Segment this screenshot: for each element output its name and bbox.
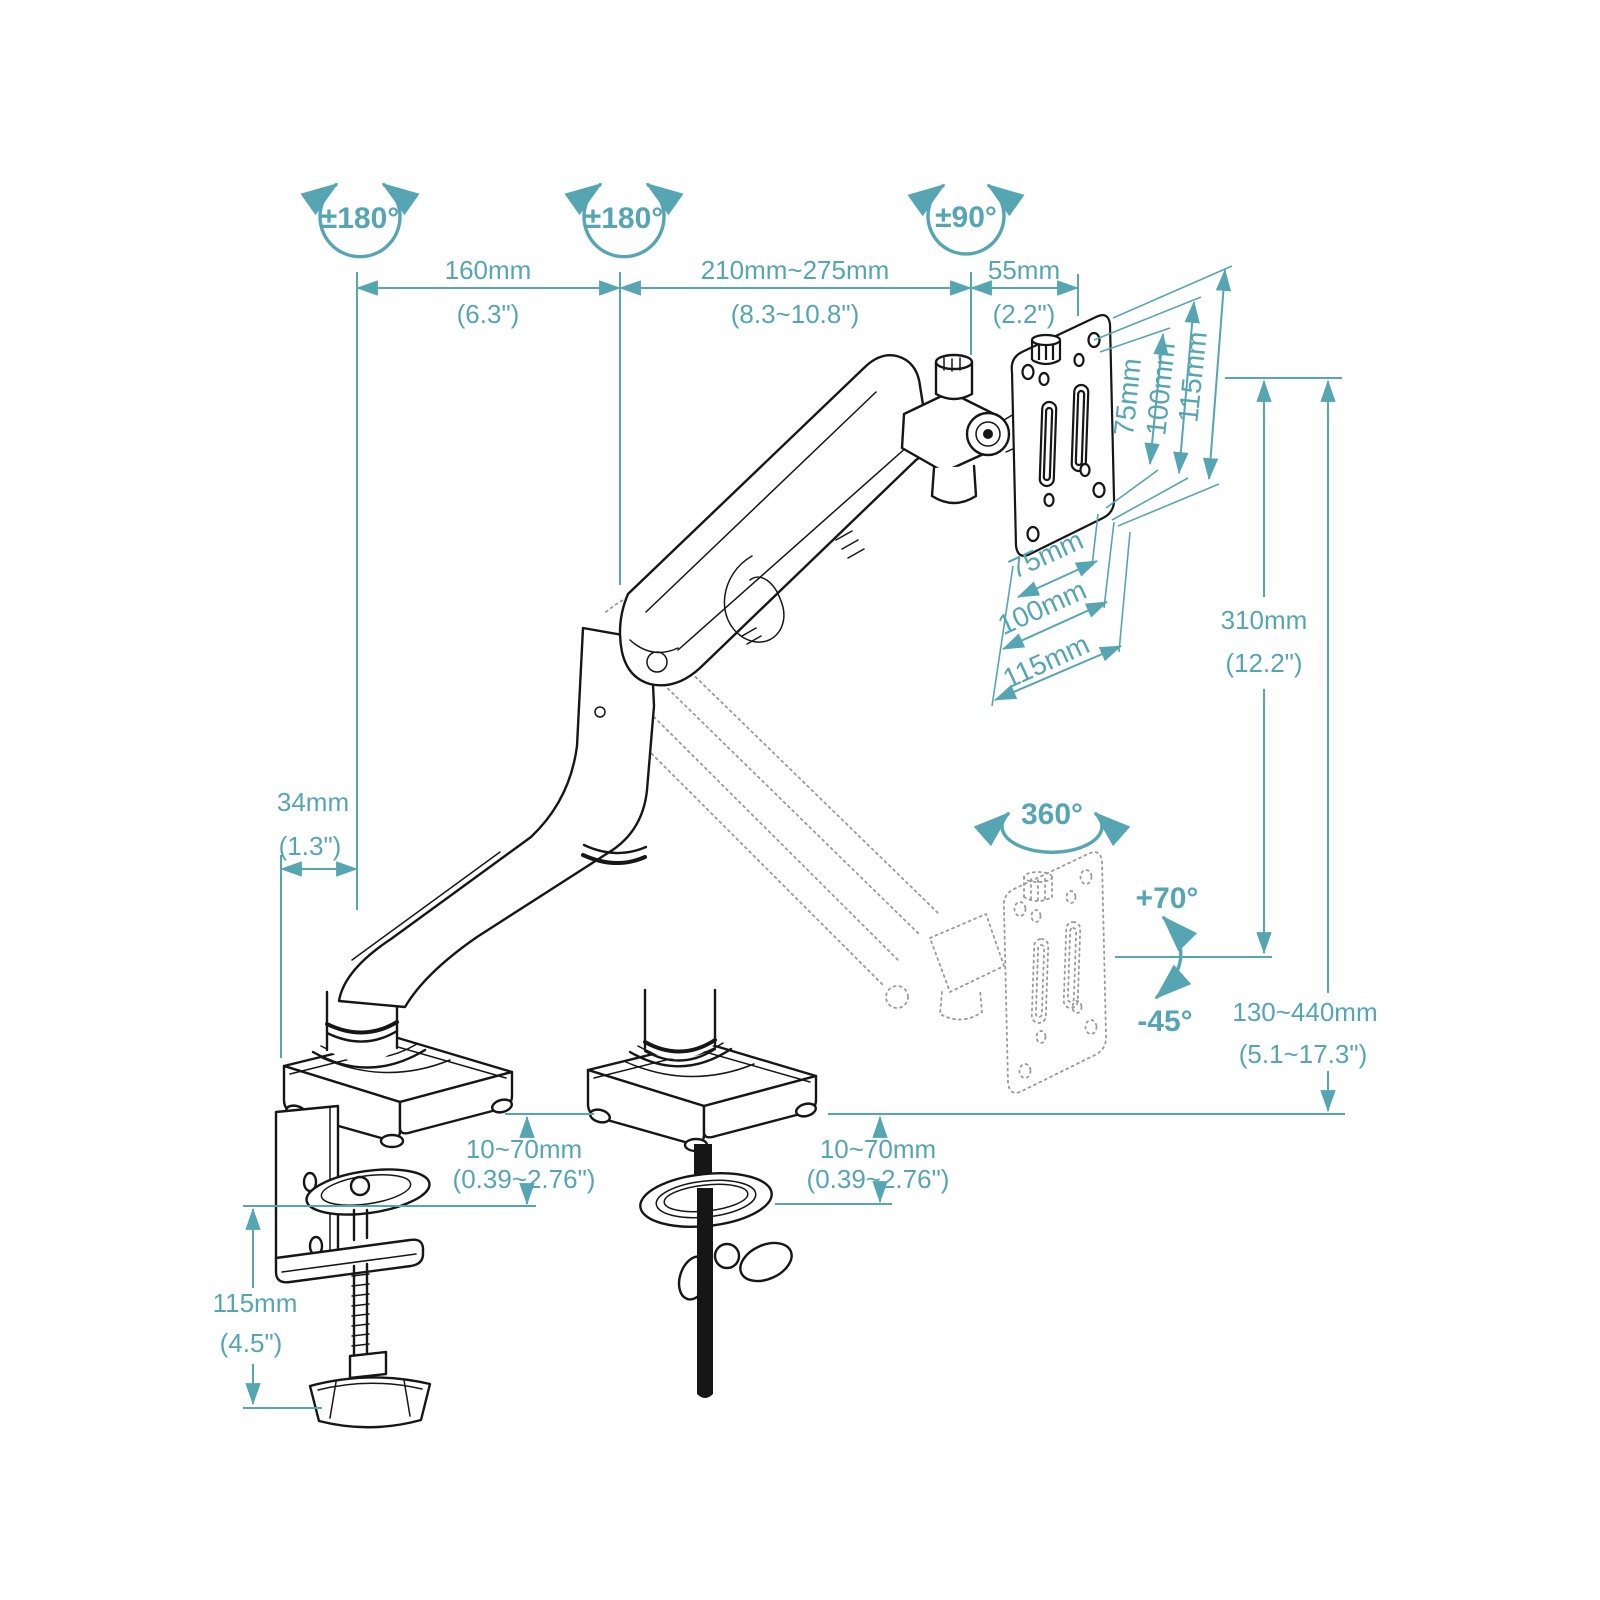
clamp-screw <box>352 1262 369 1358</box>
ghost-head-pivot <box>885 985 909 1009</box>
tilt-up-label: +70° <box>1136 882 1199 915</box>
ghost-vesa-plate <box>1002 851 1107 1094</box>
rotation-arrow-icon <box>907 183 1025 256</box>
dimension-annotations: 160mm (6.3") 210mm~275mm (8.3~10.8") 55m… <box>208 182 1381 1409</box>
tilt-down-label: -45° <box>1137 1005 1192 1038</box>
rotation-elbow-label: ±180° <box>585 202 664 235</box>
head-thumbscrew <box>934 353 974 371</box>
dim-grommet-range-inch-label: (0.39~2.76") <box>807 1164 950 1194</box>
ghost-arm-edge <box>673 655 939 914</box>
dim-clamp-range-label: 10~70mm <box>466 1134 582 1164</box>
dim-310mm-inch-label: (12.2") <box>1225 648 1302 678</box>
vesa-h75-arrow <box>1016 560 1099 598</box>
rotation-arrow-icon <box>564 182 684 259</box>
desk-clamp <box>274 1104 432 1429</box>
clamp-jaw <box>274 1238 425 1284</box>
rotation-arrow-icon <box>300 182 420 259</box>
arm-drawing <box>274 314 1116 1429</box>
spring-hook <box>723 555 785 643</box>
rotation-base-label: ±180° <box>321 202 400 235</box>
dim-55mm-label: 55mm <box>988 255 1060 285</box>
dim-grommet-range-label: 10~70mm <box>820 1134 936 1164</box>
dim-210mm-label: 210mm~275mm <box>701 255 890 285</box>
vesa-h115-arrow <box>993 645 1123 701</box>
dim-210mm-inch-label: (8.3~10.8") <box>731 299 859 329</box>
upper-arm <box>618 354 930 687</box>
dim-34mm-inch-label: (1.3") <box>279 831 342 861</box>
vesa-v100-arrow <box>1173 300 1200 475</box>
vesa-h100-arrow <box>1001 601 1109 650</box>
dim-160mm-label: 160mm <box>445 255 532 285</box>
ghost-head-fork <box>929 913 1005 993</box>
pivot-screw <box>594 706 606 718</box>
dim-130-440mm-label: 130~440mm <box>1232 997 1377 1027</box>
under-desk-ticks <box>243 1203 892 1207</box>
vesa-plate <box>1010 314 1116 557</box>
lower-arm <box>337 626 656 1009</box>
grommet-hardware <box>639 1144 793 1398</box>
tilt-arc-icon <box>1154 915 1198 1000</box>
rotation-360-icon <box>973 811 1131 854</box>
dim-130-440mm-inch-label: (5.1~17.3") <box>1239 1039 1367 1069</box>
vesa-h115-label: 115mm <box>998 628 1094 694</box>
grommet-base <box>586 988 818 1153</box>
rotation-vesa-label: 360° <box>1021 798 1083 831</box>
extension-lines <box>356 272 1079 910</box>
dim-clamp-range-inch-label: (0.39~2.76") <box>453 1164 596 1194</box>
head-joint <box>900 353 1016 505</box>
rotation-head-label: ±90° <box>935 201 997 234</box>
dim-160mm-inch-label: (6.3") <box>457 299 520 329</box>
ghost-arm-lowered <box>605 590 1107 1094</box>
dim-55mm-inch-label: (2.2") <box>993 299 1056 329</box>
dim-clamp-height-label: 115mm <box>213 1288 298 1318</box>
clamp-knob <box>308 1376 432 1429</box>
dim-clamp-height-inch-label: (4.5") <box>220 1328 283 1358</box>
riser-pole <box>311 990 427 1069</box>
vesa-v75-arrow <box>1144 332 1169 466</box>
dim-310mm-label: 310mm <box>1221 605 1308 635</box>
vesa-v115-arrow <box>1202 268 1232 481</box>
dim-34mm-label: 34mm <box>277 787 349 817</box>
vesa-extension-ticks <box>1093 265 1233 527</box>
